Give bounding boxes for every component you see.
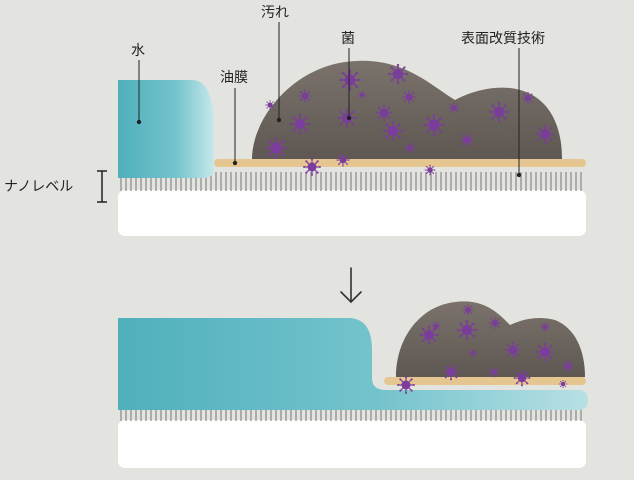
bacteria-icon (387, 63, 409, 85)
bacteria-icon (539, 321, 551, 333)
bacteria-icon (264, 99, 276, 111)
oil-film-label: 油膜 (220, 70, 248, 86)
bottom-base-slab (118, 420, 586, 468)
bacteria-icon (488, 316, 502, 330)
bacteria-icon (336, 153, 350, 167)
oil-leader-dot (232, 160, 238, 166)
bacteria-icon (430, 320, 442, 332)
technology-leader-dot (516, 172, 522, 178)
bacteria-icon (382, 120, 404, 142)
bacteria-icon (459, 132, 475, 148)
bacteria-icon (402, 90, 416, 104)
bottom-oil-film (384, 377, 586, 385)
bacteria-icon (513, 369, 531, 387)
bacteria-icon (422, 113, 446, 137)
top-water-block (118, 80, 214, 178)
bottom-panel (118, 301, 588, 468)
water-leader-dot (136, 119, 142, 125)
bacteria-icon (456, 319, 478, 341)
bacteria-icon (404, 142, 416, 154)
bacteria-icon (462, 304, 474, 316)
bacteria-icon (289, 113, 311, 135)
bacteria-icon (448, 102, 460, 114)
bacteria-icon (521, 91, 535, 105)
bacteria-icon (468, 348, 478, 358)
bacteria-icon (558, 379, 568, 389)
down-arrow (340, 267, 362, 304)
nano-level-label: ナノレベル (4, 179, 73, 195)
bottom-water-layer (118, 318, 588, 410)
bacteria-icon (264, 136, 288, 160)
bacteria-icon (302, 157, 322, 177)
technology-label: 表面改質技術 (461, 31, 545, 47)
bacteria-icon (424, 164, 436, 176)
bacteria-icon (396, 375, 416, 395)
top-dirt-mound (252, 60, 562, 159)
bacteria-icon (375, 104, 393, 122)
bacteria-icon (357, 90, 367, 100)
bottom-dirt-mound (396, 301, 585, 377)
top-base-slab (118, 190, 586, 236)
dirt-label: 汚れ (261, 5, 289, 21)
bacteria-icon (561, 359, 575, 373)
bacteria-icon (442, 363, 460, 381)
dirt-leader-dot (276, 117, 282, 123)
bacteria-icon (338, 68, 362, 92)
water-label: 水 (131, 43, 145, 59)
bacteria-icon (534, 123, 556, 145)
top-panel (118, 60, 586, 236)
top-oil-film (214, 159, 586, 167)
bacteria-icon (298, 89, 312, 103)
bacteria-leader-dot (346, 115, 352, 121)
bacteria-icon (488, 366, 500, 378)
bacteria-icon (504, 341, 522, 359)
bacteria-label: 菌 (341, 31, 355, 47)
bacteria-icon (488, 101, 510, 123)
bacteria-icon (534, 341, 556, 363)
